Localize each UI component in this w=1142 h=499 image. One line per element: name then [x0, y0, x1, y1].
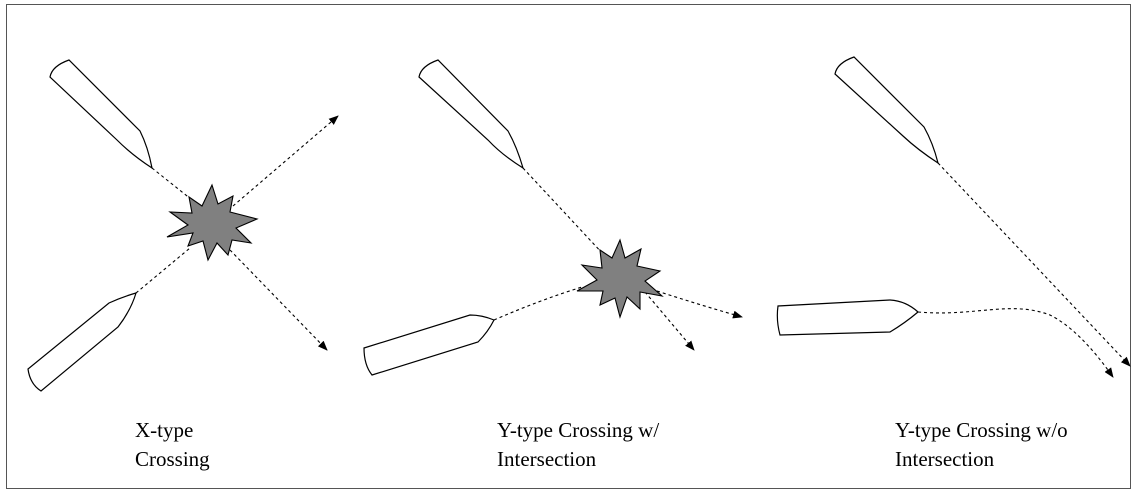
path-top-middle-out — [644, 291, 695, 351]
path-bottom-middle-out — [656, 290, 743, 319]
path-bottom-left-in — [135, 247, 191, 294]
panel-y-type-without-intersection — [776, 56, 1131, 378]
path-top-left-out — [229, 249, 328, 351]
ship-top-right — [834, 56, 939, 165]
path-bottom-left-out — [232, 115, 339, 207]
caption-y-type-without-intersection: Y-type Crossing w/o Intersection — [895, 416, 1068, 474]
ship-right — [776, 299, 919, 336]
path-top-middle-in — [522, 167, 605, 256]
caption-x-type-line-2: Crossing — [135, 447, 210, 471]
path-right — [917, 308, 1114, 378]
ship-bottom-left — [27, 292, 137, 392]
diagram-frame — [6, 4, 1131, 489]
caption-y-type-without-intersection-line-2: Intersection — [895, 447, 995, 471]
ship-top-left — [49, 59, 153, 170]
panel-y-type-with-intersection — [363, 59, 743, 376]
path-top-right — [937, 162, 1131, 367]
caption-y-type-with-intersection: Y-type Crossing w/ Intersection — [497, 416, 659, 474]
path-bottom-middle-in — [493, 286, 583, 321]
panel-x-type — [27, 59, 339, 392]
ship-bottom-middle — [363, 314, 495, 376]
caption-y-type-with-intersection-line-1: Y-type Crossing w/ — [497, 418, 660, 442]
collision-starburst-icon — [166, 183, 259, 262]
caption-y-type-with-intersection-line-2: Intersection — [497, 447, 597, 471]
collision-starburst-icon — [576, 238, 664, 319]
caption-x-type: X-type Crossing — [135, 416, 210, 474]
caption-y-type-without-intersection-line-1: Y-type Crossing w/o — [895, 418, 1068, 442]
caption-x-type-line-1: X-type — [135, 418, 194, 442]
ship-top-middle — [418, 59, 525, 170]
